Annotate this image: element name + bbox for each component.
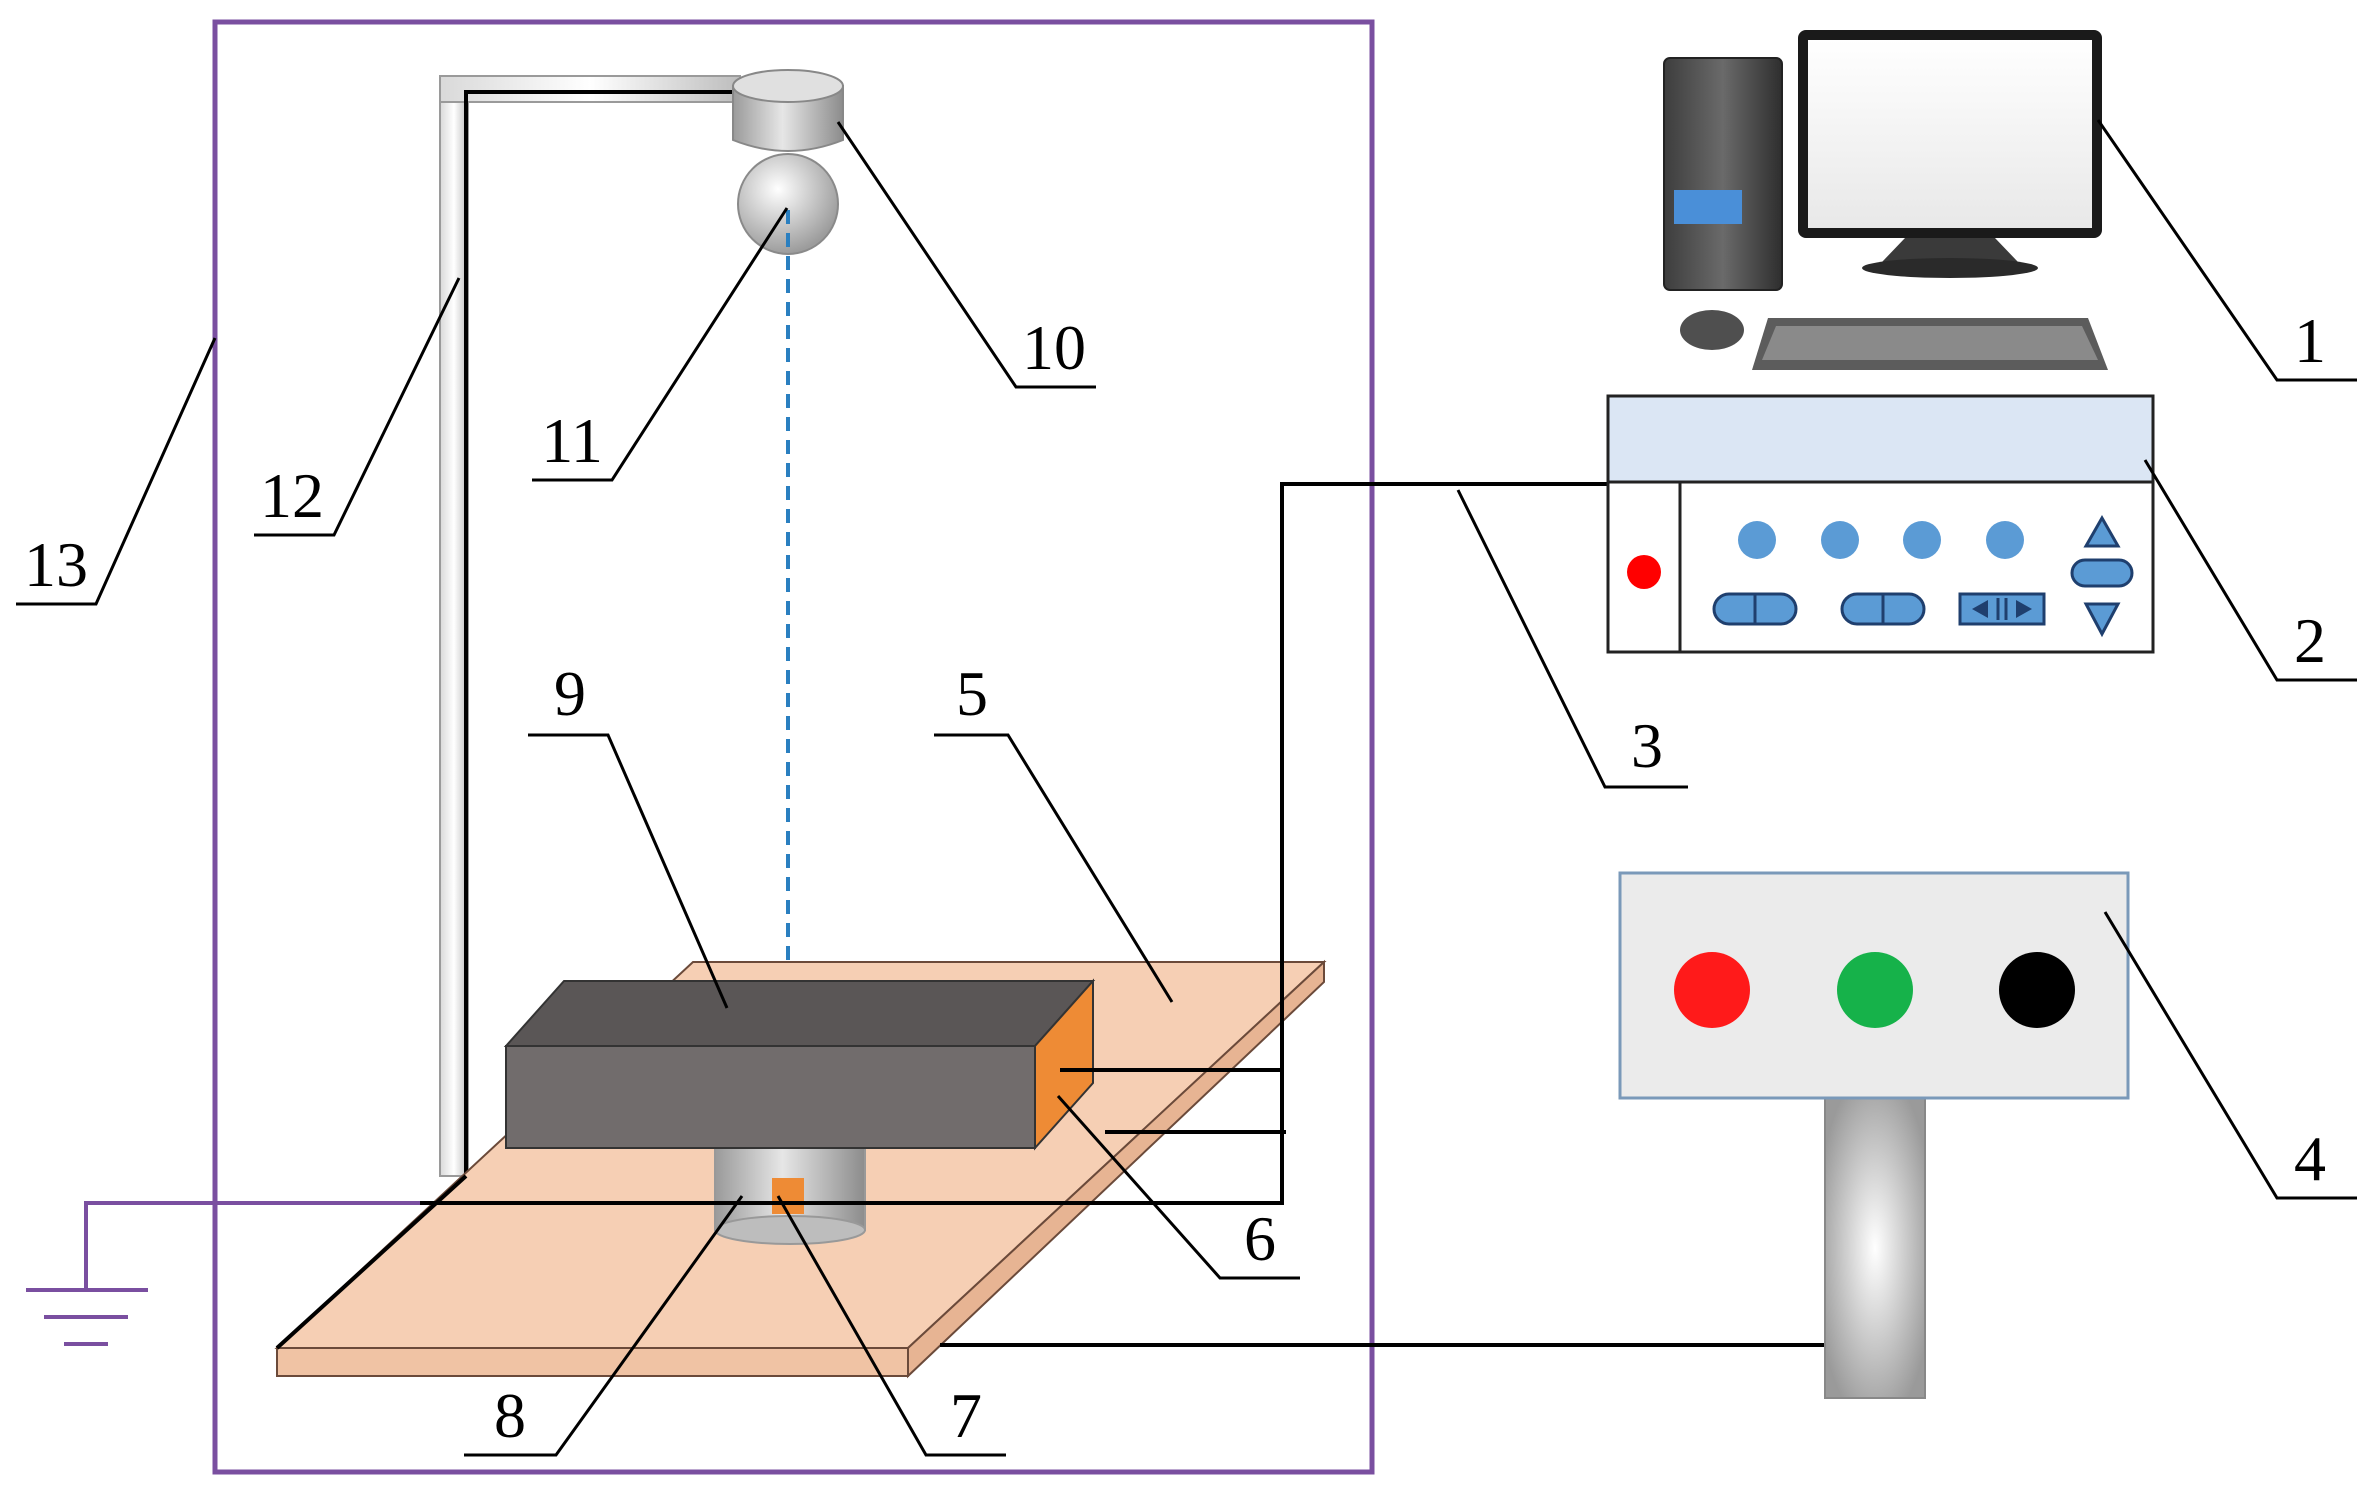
laser-head — [732, 69, 844, 152]
desktop-computer-icon — [1663, 30, 2108, 370]
label-3: 3 — [1631, 710, 1663, 781]
red-button — [1674, 952, 1750, 1028]
laser-lens — [737, 153, 839, 255]
ground-symbol-icon — [26, 1288, 148, 1346]
support-stand — [439, 75, 745, 1180]
power-led — [1627, 555, 1661, 589]
shielding-enclosure — [212, 19, 1375, 1475]
label-10: 10 — [1022, 312, 1086, 383]
signal-cable-3 — [1060, 482, 1851, 1072]
label-12: 12 — [260, 460, 324, 531]
label-4: 4 — [2294, 1123, 2326, 1194]
leader-lines — [16, 119, 2357, 1457]
arrow-up-icon — [2083, 514, 2121, 548]
center-key — [2070, 558, 2134, 588]
ground-wire-purple — [84, 1201, 420, 1288]
arrow-down-icon — [2083, 602, 2121, 638]
knob-4 — [1986, 521, 2024, 559]
label-9: 9 — [554, 658, 586, 729]
black-button — [1999, 952, 2075, 1028]
bottom-electrode — [772, 1178, 804, 1214]
label-1: 1 — [2294, 305, 2326, 376]
control-box — [1618, 871, 2130, 1399]
label-7: 7 — [950, 1380, 982, 1451]
label-2: 2 — [2294, 605, 2326, 676]
knob-3 — [1903, 521, 1941, 559]
label-13: 13 — [24, 529, 88, 600]
label-5: 5 — [956, 658, 988, 729]
green-button — [1837, 952, 1913, 1028]
signal-analyzer — [1606, 394, 2155, 654]
sample-block — [503, 978, 1096, 1151]
knob-2 — [1821, 521, 1859, 559]
label-6: 6 — [1244, 1203, 1276, 1274]
label-11: 11 — [541, 405, 603, 476]
knob-1 — [1738, 521, 1776, 559]
label-8: 8 — [494, 1380, 526, 1451]
